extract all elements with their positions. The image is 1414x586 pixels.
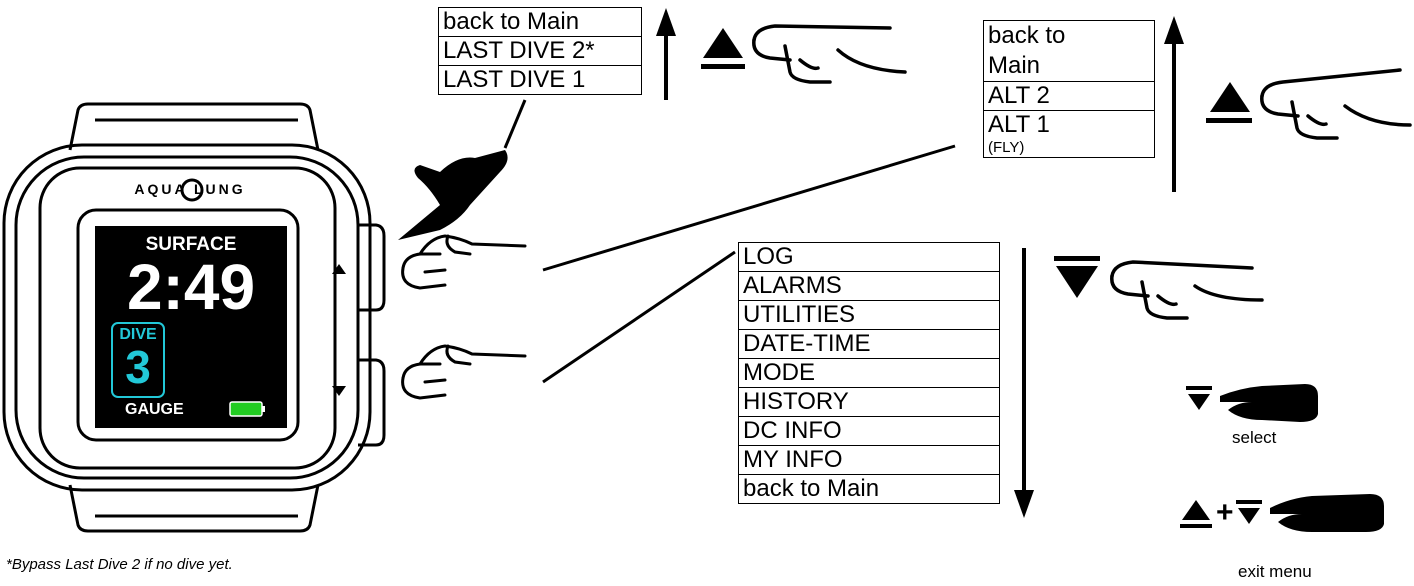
select-label: select bbox=[1232, 428, 1277, 447]
watch-body bbox=[2, 102, 386, 533]
connector-line-main bbox=[542, 250, 736, 384]
menu-item-my-info[interactable]: MY INFO bbox=[739, 446, 999, 475]
hand-icon-upper bbox=[401, 234, 527, 290]
arrow-down-icon bbox=[1014, 248, 1034, 518]
exit-legend-icon bbox=[1180, 494, 1384, 532]
menu-item-alt-1-sub: (FLY) bbox=[988, 139, 1025, 156]
dive-box bbox=[111, 322, 165, 398]
up-button-hand-2 bbox=[1206, 68, 1412, 140]
menu-item-back-to-main-alt-line2: Main bbox=[988, 52, 1041, 79]
footnote: *Bypass Last Dive 2 if no dive yet. bbox=[6, 556, 233, 573]
bezel-up-icon bbox=[332, 264, 346, 274]
menu-item-back-to-main-2[interactable]: back to Main bbox=[743, 475, 880, 502]
pressing-hand-icon bbox=[398, 150, 508, 240]
main-menu: LOG ALARMS UTILITIES DATE-TIME MODE HIST… bbox=[738, 242, 1000, 504]
menu-item-alt-1-label: ALT 1 bbox=[988, 111, 1050, 138]
arrow-up-icon bbox=[656, 8, 676, 100]
watch-time: 2:49 bbox=[126, 251, 256, 323]
watch-screen bbox=[95, 226, 287, 428]
connector-line-last-dive bbox=[503, 99, 527, 149]
watch-brand: AQUA LUNG bbox=[134, 181, 246, 197]
watch-dive-label: DIVE bbox=[119, 326, 157, 343]
menu-item-alarms[interactable]: ALARMS bbox=[739, 272, 999, 301]
alt-menu: back to Main ALT 2 ALT 1 (FLY) bbox=[983, 20, 1155, 158]
menu-item-back-to-main[interactable]: back to Main bbox=[439, 8, 641, 37]
menu-item-mode[interactable]: MODE bbox=[739, 359, 999, 388]
menu-item-log[interactable]: LOG bbox=[739, 243, 999, 272]
menu-item-back-to-main-alt-line1: back to bbox=[988, 22, 1066, 49]
menu-item-utilities[interactable]: UTILITIES bbox=[739, 301, 999, 330]
watch-dive-number: 3 bbox=[125, 341, 151, 393]
plus-sign: + bbox=[1216, 496, 1234, 529]
menu-item-dc-info[interactable]: DC INFO bbox=[739, 417, 999, 446]
menu-item-alt-2[interactable]: ALT 2 bbox=[984, 82, 1154, 111]
bezel-down-icon bbox=[332, 386, 346, 396]
menu-item-history[interactable]: HISTORY bbox=[739, 388, 999, 417]
menu-item-last-dive-2[interactable]: LAST DIVE 2* bbox=[439, 37, 641, 66]
exit-menu-label: exit menu bbox=[1238, 562, 1312, 581]
menu-item-last-dive-1[interactable]: LAST DIVE 1 bbox=[443, 66, 586, 93]
last-dive-menu: back to Main LAST DIVE 2* LAST DIVE 1 bbox=[438, 7, 642, 95]
brand-logo-icon bbox=[180, 178, 204, 202]
menu-item-alt-1[interactable]: ALT 1 (FLY) bbox=[984, 111, 1154, 157]
hand-icon-lower bbox=[401, 344, 527, 400]
watch-mode: GAUGE bbox=[125, 401, 184, 418]
menu-item-back-to-main-alt[interactable]: back to Main bbox=[984, 21, 1154, 82]
connector-line-alt bbox=[542, 144, 956, 272]
menu-item-date-time[interactable]: DATE-TIME bbox=[739, 330, 999, 359]
select-legend-icon bbox=[1186, 384, 1318, 422]
up-button-hand-1 bbox=[701, 24, 907, 84]
watch-status: SURFACE bbox=[145, 234, 237, 255]
down-button-hand bbox=[1054, 256, 1264, 320]
arrow-up-icon bbox=[1164, 16, 1184, 192]
battery-icon bbox=[229, 401, 265, 417]
